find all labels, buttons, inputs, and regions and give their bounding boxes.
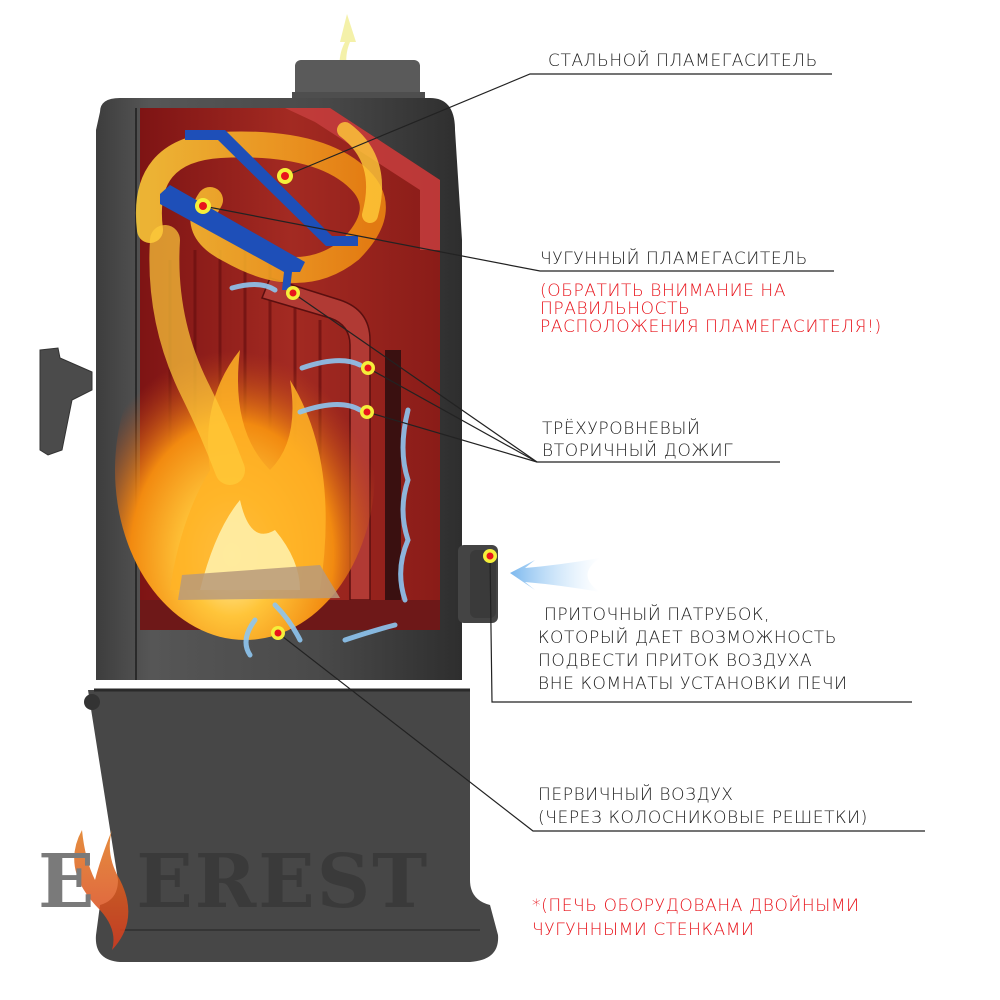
leader-secondary-2 [367, 367, 538, 463]
footnote-double-walls: *(ПЕЧЬ ОБОРУДОВАНА ДВОЙНЫМИ ЧУГУННЫМИ СТ… [532, 896, 860, 940]
brand-logo: E EREST [38, 842, 429, 922]
fire [115, 122, 386, 640]
leader-primary-air [277, 632, 925, 832]
marker-steel-baffle [277, 168, 293, 184]
callout-markers [195, 168, 497, 640]
marker-secondary-2 [361, 361, 375, 375]
marker-secondary-1 [286, 286, 300, 300]
intake-pipe [458, 545, 498, 623]
leader-cast-iron-baffle [202, 205, 834, 272]
leader-lines [202, 73, 925, 832]
flame-icon [74, 830, 129, 950]
leader-steel-baffle [284, 73, 832, 177]
air-flow-arrows [229, 282, 411, 658]
label-intake-pipe: ПРИТОЧНЫЙ ПАТРУБОК, КОТОРЫЙ ДАЕТ ВОЗМОЖН… [538, 605, 848, 694]
cast-iron-baffle [160, 185, 305, 290]
door-handle[interactable] [39, 347, 93, 456]
label-steel-baffle: СТАЛЬНОЙ ПЛАМЕГАСИТЕЛЬ [548, 51, 818, 71]
steel-baffle [185, 130, 358, 246]
logo-prefix: E [38, 839, 97, 925]
marker-secondary-3 [360, 405, 374, 419]
logo-suffix: EREST [136, 839, 430, 925]
leader-secondary-3 [366, 411, 538, 463]
outside-air-arrow [510, 558, 600, 592]
marker-intake-pipe [483, 549, 497, 563]
exhaust-arrow [338, 14, 356, 122]
leader-intake-pipe [489, 555, 912, 703]
marker-cast-iron-baffle [195, 198, 211, 214]
label-secondary-burn: ТРЁХУРОВНЕВЫЙ ВТОРИЧНЫЙ ДОЖИГ [542, 419, 734, 461]
label-cast-iron-baffle: ЧУГУННЫЙ ПЛАМЕГАСИТЕЛЬ [540, 249, 808, 269]
label-primary-air: ПЕРВИЧНЫЙ ВОЗДУХ (ЧЕРЕЗ КОЛОСНИКОВЫЕ РЕШ… [538, 785, 868, 828]
marker-primary-air [271, 626, 285, 640]
cast-iron-baffle-warning: (ОБРАТИТЬ ВНИМАНИЕ НА ПРАВИЛЬНОСТЬ РАСПО… [540, 281, 882, 337]
